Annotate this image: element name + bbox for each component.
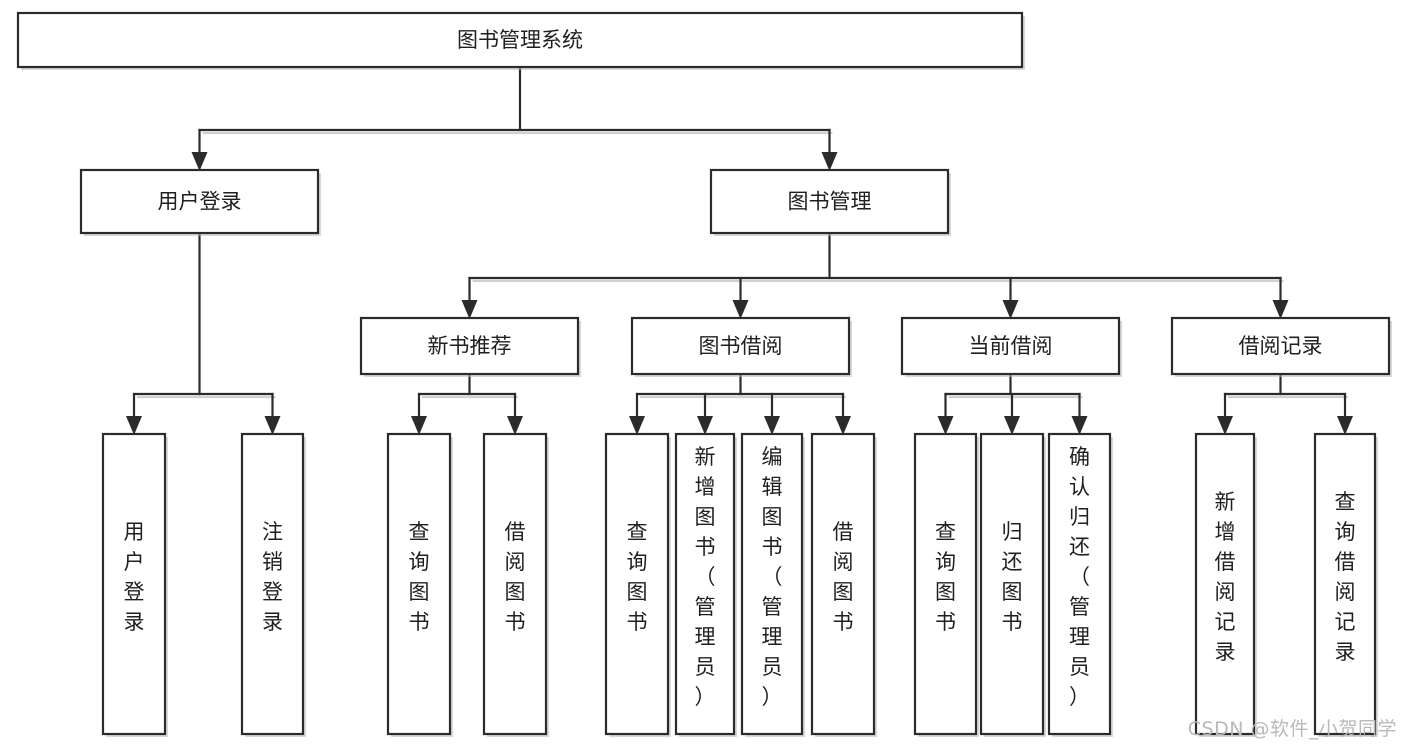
node-borrow-record[interactable]: 借阅记录 <box>1170 316 1392 377</box>
node-user-login[interactable]: 用户登录 <box>79 168 321 236</box>
arrow-head-icon <box>126 416 142 435</box>
node-leaf-borrow-book-2[interactable]: 借阅图书 <box>810 432 877 737</box>
node-leaf-user-logout[interactable]: 注销登录 <box>240 432 306 737</box>
arrow-head-icon <box>732 300 749 319</box>
node-label: 新增借阅记录 <box>1215 490 1236 664</box>
node-label: 新书推荐 <box>428 334 512 358</box>
node-new-book-rec[interactable]: 新书推荐 <box>359 316 581 377</box>
node-leaf-query-record[interactable]: 查询借阅记录 <box>1313 432 1378 737</box>
node-label: 借阅记录 <box>1239 334 1323 358</box>
arrow-head-icon <box>835 416 851 435</box>
edge-group-book-manage <box>461 231 1289 319</box>
arrow-head-icon <box>629 416 645 435</box>
arrow-head-icon <box>461 300 478 319</box>
node-label: 当前借阅 <box>969 334 1053 358</box>
arrow-head-icon <box>1004 416 1020 435</box>
node-book-borrow[interactable]: 图书借阅 <box>630 316 852 377</box>
arrow-head-icon <box>937 416 954 435</box>
arrow-head-icon <box>1071 416 1088 435</box>
node-leaf-confirm-return[interactable]: 确认归还（管理员） <box>1047 432 1113 737</box>
node-book-manage[interactable]: 图书管理 <box>709 168 951 236</box>
node-label: 查询图书 <box>935 520 956 634</box>
node-leaf-edit-book[interactable]: 编辑图书（管理员） <box>740 432 805 737</box>
arrow-head-icon <box>821 152 838 171</box>
node-label: 注销登录 <box>262 520 283 634</box>
node-leaf-query-book-3[interactable]: 查询图书 <box>913 432 979 737</box>
node-label: 新增图书（管理员） <box>695 445 716 709</box>
node-label: 用户登录 <box>124 520 145 634</box>
node-label: 查询图书 <box>627 520 648 634</box>
node-leaf-query-book-2[interactable]: 查询图书 <box>604 432 671 737</box>
arrow-head-icon <box>191 152 208 171</box>
edge-group-borrow-record <box>1217 372 1353 435</box>
arrow-head-icon <box>697 416 713 435</box>
edge-group-book-borrow <box>629 372 851 435</box>
node-label: 图书管理系统 <box>457 28 583 52</box>
node-leaf-borrow-book-1[interactable]: 借阅图书 <box>482 432 549 737</box>
edge-group-user-login <box>126 231 281 435</box>
node-label: 查询借阅记录 <box>1335 490 1356 664</box>
connector-layer <box>126 65 1353 435</box>
node-label: 借阅图书 <box>833 520 854 634</box>
node-label: 查询图书 <box>409 520 430 634</box>
node-label: 借阅图书 <box>505 520 526 634</box>
node-layer: 图书管理系统用户登录图书管理新书推荐图书借阅当前借阅借阅记录用户登录注销登录查询… <box>16 11 1392 737</box>
arrow-head-icon <box>411 416 427 435</box>
node-label: 编辑图书（管理员） <box>762 445 783 709</box>
arrow-head-icon <box>1217 416 1233 435</box>
node-root[interactable]: 图书管理系统 <box>16 11 1025 70</box>
node-label: 归还图书 <box>1002 520 1023 634</box>
node-label: 用户登录 <box>158 190 242 214</box>
node-label: 图书管理 <box>788 190 872 214</box>
arrow-head-icon <box>1272 300 1289 319</box>
edge-group-new-book-rec <box>411 372 523 435</box>
edge-group-current-borrow <box>937 372 1088 435</box>
node-leaf-return-book[interactable]: 归还图书 <box>979 432 1046 737</box>
edge-group-root <box>191 65 838 171</box>
node-leaf-user-login[interactable]: 用户登录 <box>101 432 168 737</box>
node-leaf-add-record[interactable]: 新增借阅记录 <box>1194 432 1257 737</box>
node-current-borrow[interactable]: 当前借阅 <box>900 316 1122 377</box>
watermark-text: CSDN @软件_小贺同学 <box>1187 718 1397 740</box>
arrow-head-icon <box>1337 416 1353 435</box>
node-label: 确认归还（管理员） <box>1069 445 1090 709</box>
node-leaf-query-book-1[interactable]: 查询图书 <box>386 432 453 737</box>
node-label: 图书借阅 <box>699 334 783 358</box>
node-leaf-add-book[interactable]: 新增图书（管理员） <box>674 432 737 737</box>
arrow-head-icon <box>264 416 281 435</box>
arrow-head-icon <box>764 416 780 435</box>
arrow-head-icon <box>507 416 523 435</box>
arrow-head-icon <box>1002 300 1019 319</box>
